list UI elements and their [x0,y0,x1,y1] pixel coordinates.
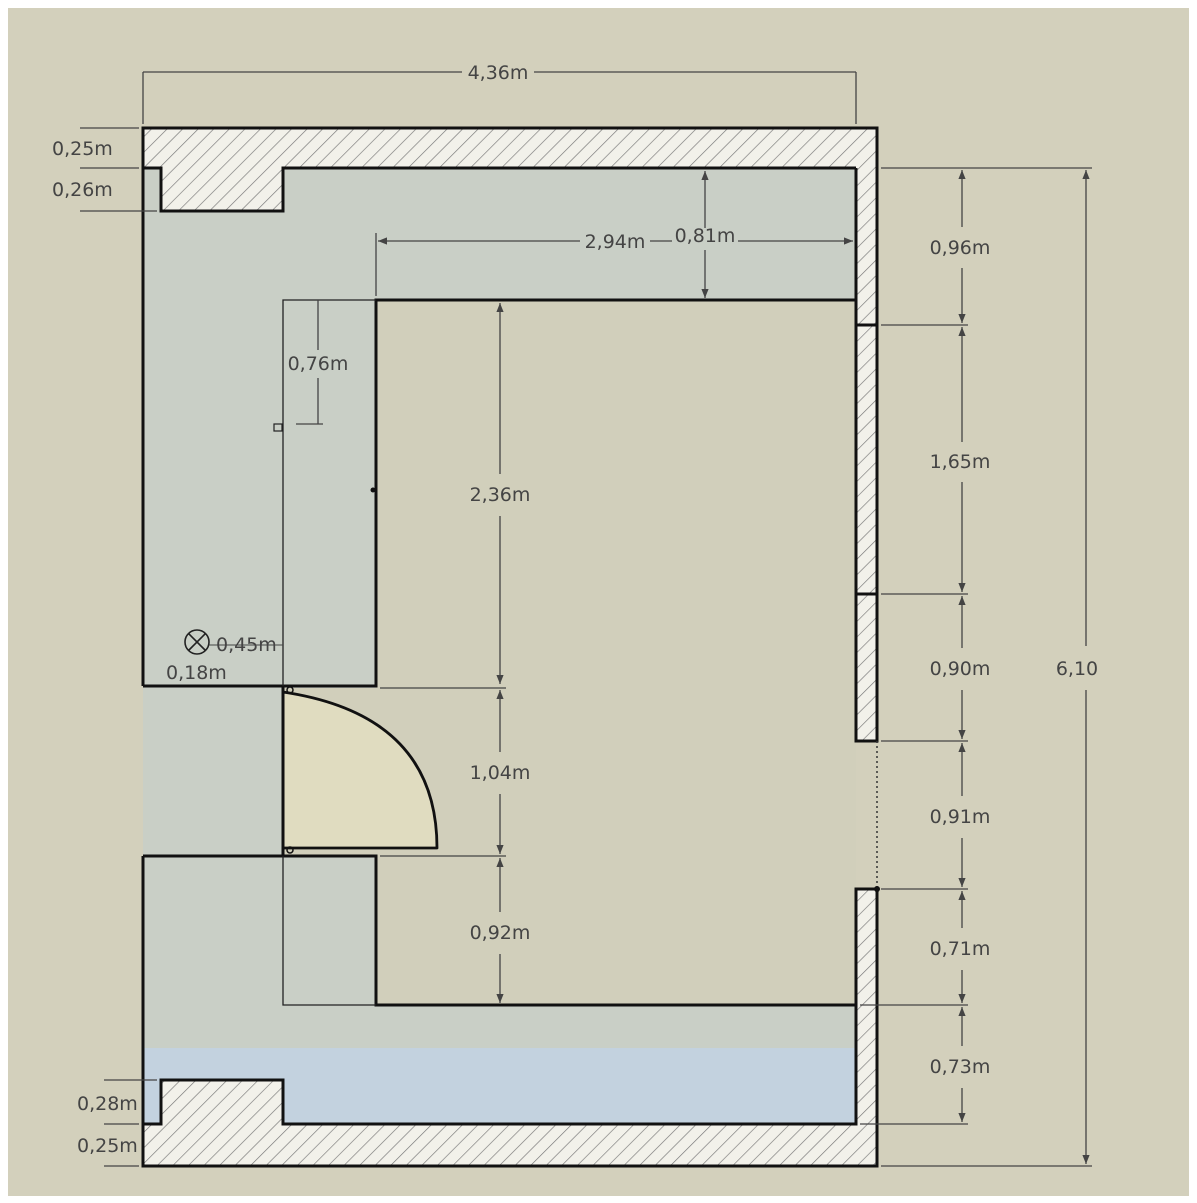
closet-outline [282,299,376,1006]
dim-right-seg-4: 0,73m [930,1056,991,1078]
dim-wall-top: 0,25m [52,138,113,160]
closet-handle [273,423,283,432]
dim-total-width: 4,36m [468,62,529,84]
dim-wall-bottom: 0,25m [77,1135,138,1157]
dimension-lines [80,71,1092,1167]
door-leaf [281,690,439,850]
opening-end-point [874,886,880,892]
dim-right-seg-3: 0,71m [930,938,991,960]
dim-corridor-top-depth: 0,81m [675,225,736,247]
wall-outlines [141,126,879,1168]
room-floor [376,300,856,1006]
dim-lower-wall: 0,92m [470,922,531,944]
window-1 [856,325,877,594]
right-wall-upper [856,168,877,325]
ceiling-light-icon [184,629,210,655]
dim-lamp-offset-x: 0,45m [216,634,277,656]
bottom-niche [161,1080,283,1124]
dim-door-width: 1,04m [470,762,531,784]
dim-right-seg-1: 0,96m [930,237,991,259]
right-wall-lower [856,889,877,1125]
dim-left-inner-wall: 2,36m [470,484,531,506]
dimension-labels: 4,36m 0,25m 0,26m 2,94m 0,81m 0,96m 1,65… [52,62,1098,1157]
dim-total-height: 6,10 [1056,658,1098,680]
dim-window-1: 1,65m [930,451,991,473]
door-hinge-top [286,686,294,694]
dim-niche-bottom: 0,28m [77,1093,138,1115]
dim-closet-depth: 0,76m [288,353,349,375]
bottom-wall [143,1124,877,1166]
dim-right-opening: 0,91m [930,806,991,828]
door-hinge-bottom [286,846,294,854]
dim-niche-top: 0,26m [52,179,113,201]
wall-point [370,487,376,493]
dim-corridor-top-width: 2,94m [585,231,646,253]
right-wall-middle [856,594,877,741]
top-niche [161,168,283,211]
top-wall [143,128,877,168]
dim-lamp-offset-y: 0,18m [166,662,227,684]
dim-right-seg-2: 0,90m [930,658,991,680]
